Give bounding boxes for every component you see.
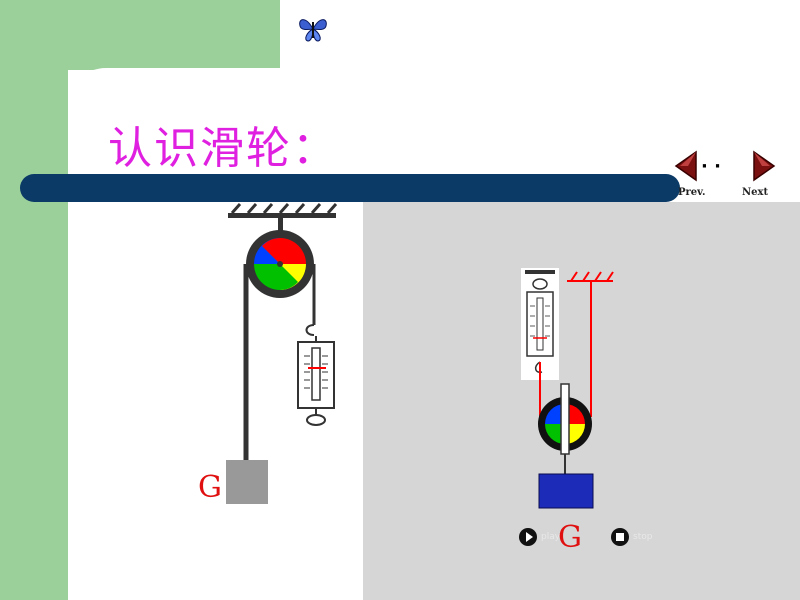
triangle-right-icon [753,150,776,182]
triangle-left-icon [674,150,697,182]
title-underline-bar [20,174,680,202]
prev-label[interactable]: Prev. [678,187,706,198]
next-button[interactable] [752,150,778,182]
stop-label[interactable]: stop [633,532,653,542]
slide-title: 认识滑轮： [108,123,338,174]
movable-pulley-diagram [521,268,614,509]
prev-button[interactable] [672,150,698,182]
play-label[interactable]: play [541,532,561,542]
animation-panel [363,202,800,600]
stop-button[interactable] [610,527,630,547]
stop-icon [611,528,629,546]
nav-dots: · · [701,156,721,177]
butterfly-icon [299,19,327,42]
green-frame-left [0,0,68,600]
next-label[interactable]: Next [742,187,769,198]
fixed-pulley-diagram [226,203,338,504]
left-weight-label: G [198,470,222,505]
play-button[interactable] [518,527,538,547]
right-weight-label: G [558,520,582,555]
play-icon [519,528,537,546]
